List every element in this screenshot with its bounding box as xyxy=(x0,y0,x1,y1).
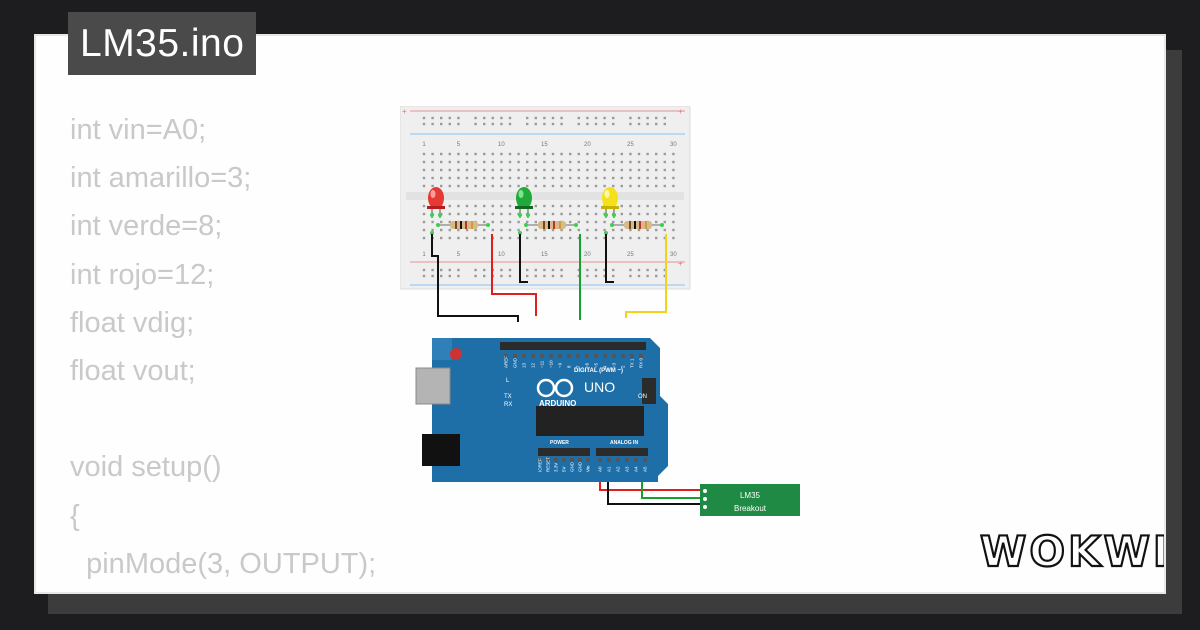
svg-text:WOKWI: WOKWI xyxy=(980,527,1166,576)
led-label-l: L xyxy=(506,378,510,384)
arduino-uno-board[interactable]: ARDUINO UNO DIGITAL (PWM ~) POWER ANALOG… xyxy=(415,338,668,482)
lm35-breakout[interactable]: LM35 Breakout xyxy=(700,484,800,516)
arduino-brand: ARDUINO xyxy=(539,399,576,408)
pin-label: ~3 xyxy=(612,362,617,368)
pin-label: GND xyxy=(513,357,518,368)
file-title: LM35.ino xyxy=(68,12,257,75)
resistor-3[interactable] xyxy=(612,221,662,229)
lm35-label: LM35 xyxy=(740,491,761,500)
breadboard-number: 1 xyxy=(422,142,426,148)
led-label-tx: TX xyxy=(504,394,512,400)
pin-label: GND xyxy=(570,461,575,472)
code-line: int verde=8; xyxy=(70,210,223,243)
pin-label: AREF xyxy=(504,356,509,368)
pin-label: ~6 xyxy=(585,362,590,368)
pin-label: IOREF xyxy=(538,458,543,472)
breadboard-number: 5 xyxy=(457,252,461,258)
code-line: pinMode(3, OUTPUT); xyxy=(70,547,377,580)
code-line: pinMode(8, OUTPUT); xyxy=(70,588,376,592)
pin-label: 8 xyxy=(567,365,572,368)
breadboard-number: 1 xyxy=(422,252,426,258)
breadboard-number: 30 xyxy=(670,252,677,258)
resistor-1[interactable] xyxy=(438,221,488,229)
pin-label: GND xyxy=(578,461,583,472)
pin-label: 3.3V xyxy=(554,463,559,472)
code-listing: int vin=A0; int amarillo=3; int verde=8; in… xyxy=(70,106,377,592)
breadboard-number: 5 xyxy=(457,142,461,148)
pin-label: A3 xyxy=(625,466,630,472)
breadboard-number: 10 xyxy=(498,142,505,148)
svg-text:+: + xyxy=(402,107,407,116)
breadboard-number: 20 xyxy=(584,142,591,148)
pin-label: 5V xyxy=(562,466,567,472)
pin-label: ~5 xyxy=(594,362,599,368)
pin-label: TX 1 xyxy=(630,358,635,368)
code-line: void setup() xyxy=(70,451,222,484)
code-line: float vdig; xyxy=(70,306,195,339)
code-line: int amarillo=3; xyxy=(70,162,252,195)
svg-text:+: + xyxy=(678,107,683,116)
digital-pin-labels: AREF GND 13 12 ~11 ~10 ~9 8 7 ~6 ~5 4 ~3 2 TX 1 RX 0 xyxy=(504,354,644,368)
pin-label: ~11 xyxy=(540,360,545,368)
breadboard-connection-markers xyxy=(430,213,664,235)
pin-label: RESET xyxy=(546,457,551,472)
wokwi-logo: WOKWI xyxy=(979,526,1166,576)
breadboard-number: 25 xyxy=(627,252,634,258)
code-line: float vout; xyxy=(70,354,196,387)
pin-label: 2 xyxy=(621,365,626,368)
breadboard-number: 15 xyxy=(541,252,548,258)
digital-pins-label: DIGITAL (PWM ~) xyxy=(574,368,623,374)
power-pins-label: POWER xyxy=(550,440,569,446)
code-line: { xyxy=(70,499,80,532)
pin-label: A2 xyxy=(616,466,621,472)
analog-pin-labels: A0 A1 A2 A3 A4 A5 xyxy=(598,458,648,472)
breadboard-number: 15 xyxy=(541,142,548,148)
svg-text:+: + xyxy=(678,259,683,268)
pin-label: Vin xyxy=(586,465,591,472)
resistor-2[interactable] xyxy=(526,221,576,229)
pin-label: A0 xyxy=(598,466,603,472)
analog-pins-label: ANALOG IN xyxy=(610,440,638,446)
pin-label: A1 xyxy=(607,466,612,472)
pin-label: 13 xyxy=(522,362,527,368)
pin-label: ~10 xyxy=(549,360,554,368)
breadboard-number: 10 xyxy=(498,252,505,258)
code-line xyxy=(70,395,376,443)
on-led-label: ON xyxy=(638,394,647,400)
preview-card: int vin=A0; int amarillo=3; int verde=8; in… xyxy=(34,34,1166,594)
pin-label: 4 xyxy=(603,365,608,368)
pin-label: RX 0 xyxy=(639,357,644,368)
code-line: int vin=A0; xyxy=(70,114,207,146)
arduino-model: UNO xyxy=(584,379,615,395)
pin-label: 7 xyxy=(576,365,581,368)
led-label-rx: RX xyxy=(504,402,512,408)
code-line: int rojo=12; xyxy=(70,258,215,291)
pin-label: A4 xyxy=(634,466,639,472)
breadboard-number: 20 xyxy=(584,252,591,258)
breadboard-number: 30 xyxy=(670,142,677,148)
lm35-sublabel: Breakout xyxy=(734,504,767,513)
breadboard-number: 25 xyxy=(627,142,634,148)
pin-label: ~9 xyxy=(558,362,563,368)
pin-label: A5 xyxy=(643,466,648,472)
pin-label: 12 xyxy=(531,362,536,368)
